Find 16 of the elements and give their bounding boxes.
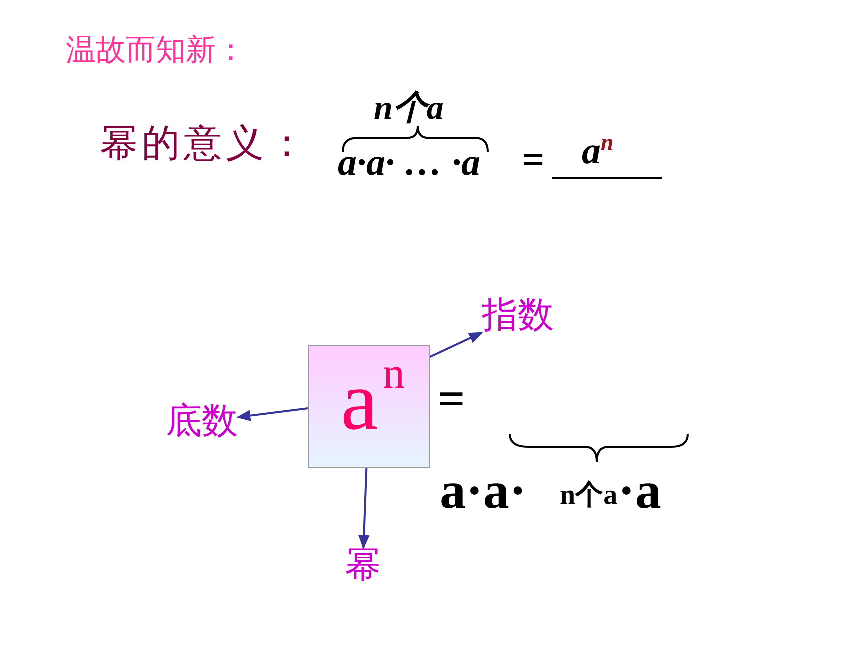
brace-label: n个a <box>560 482 618 510</box>
equals-sign: = <box>438 376 466 424</box>
section-heading: 幂的意义： <box>100 124 310 162</box>
brace-label: n个a <box>374 92 444 126</box>
product-formula: ·a <box>618 466 662 518</box>
term-label: 底数 <box>166 404 238 440</box>
term-label: 幂 <box>345 548 381 584</box>
base-letter: a <box>341 360 378 444</box>
exponent-letter: n <box>383 352 405 396</box>
product-formula: a·a· <box>440 466 527 518</box>
slide-title: 温故而知新： <box>66 36 246 66</box>
equals-sign: = <box>522 140 545 180</box>
term-label: 指数 <box>482 298 554 334</box>
product-formula: a·a· … ·a <box>338 144 480 182</box>
formula-box <box>308 345 430 468</box>
answer-text: a$^{n}$ <box>582 132 614 171</box>
